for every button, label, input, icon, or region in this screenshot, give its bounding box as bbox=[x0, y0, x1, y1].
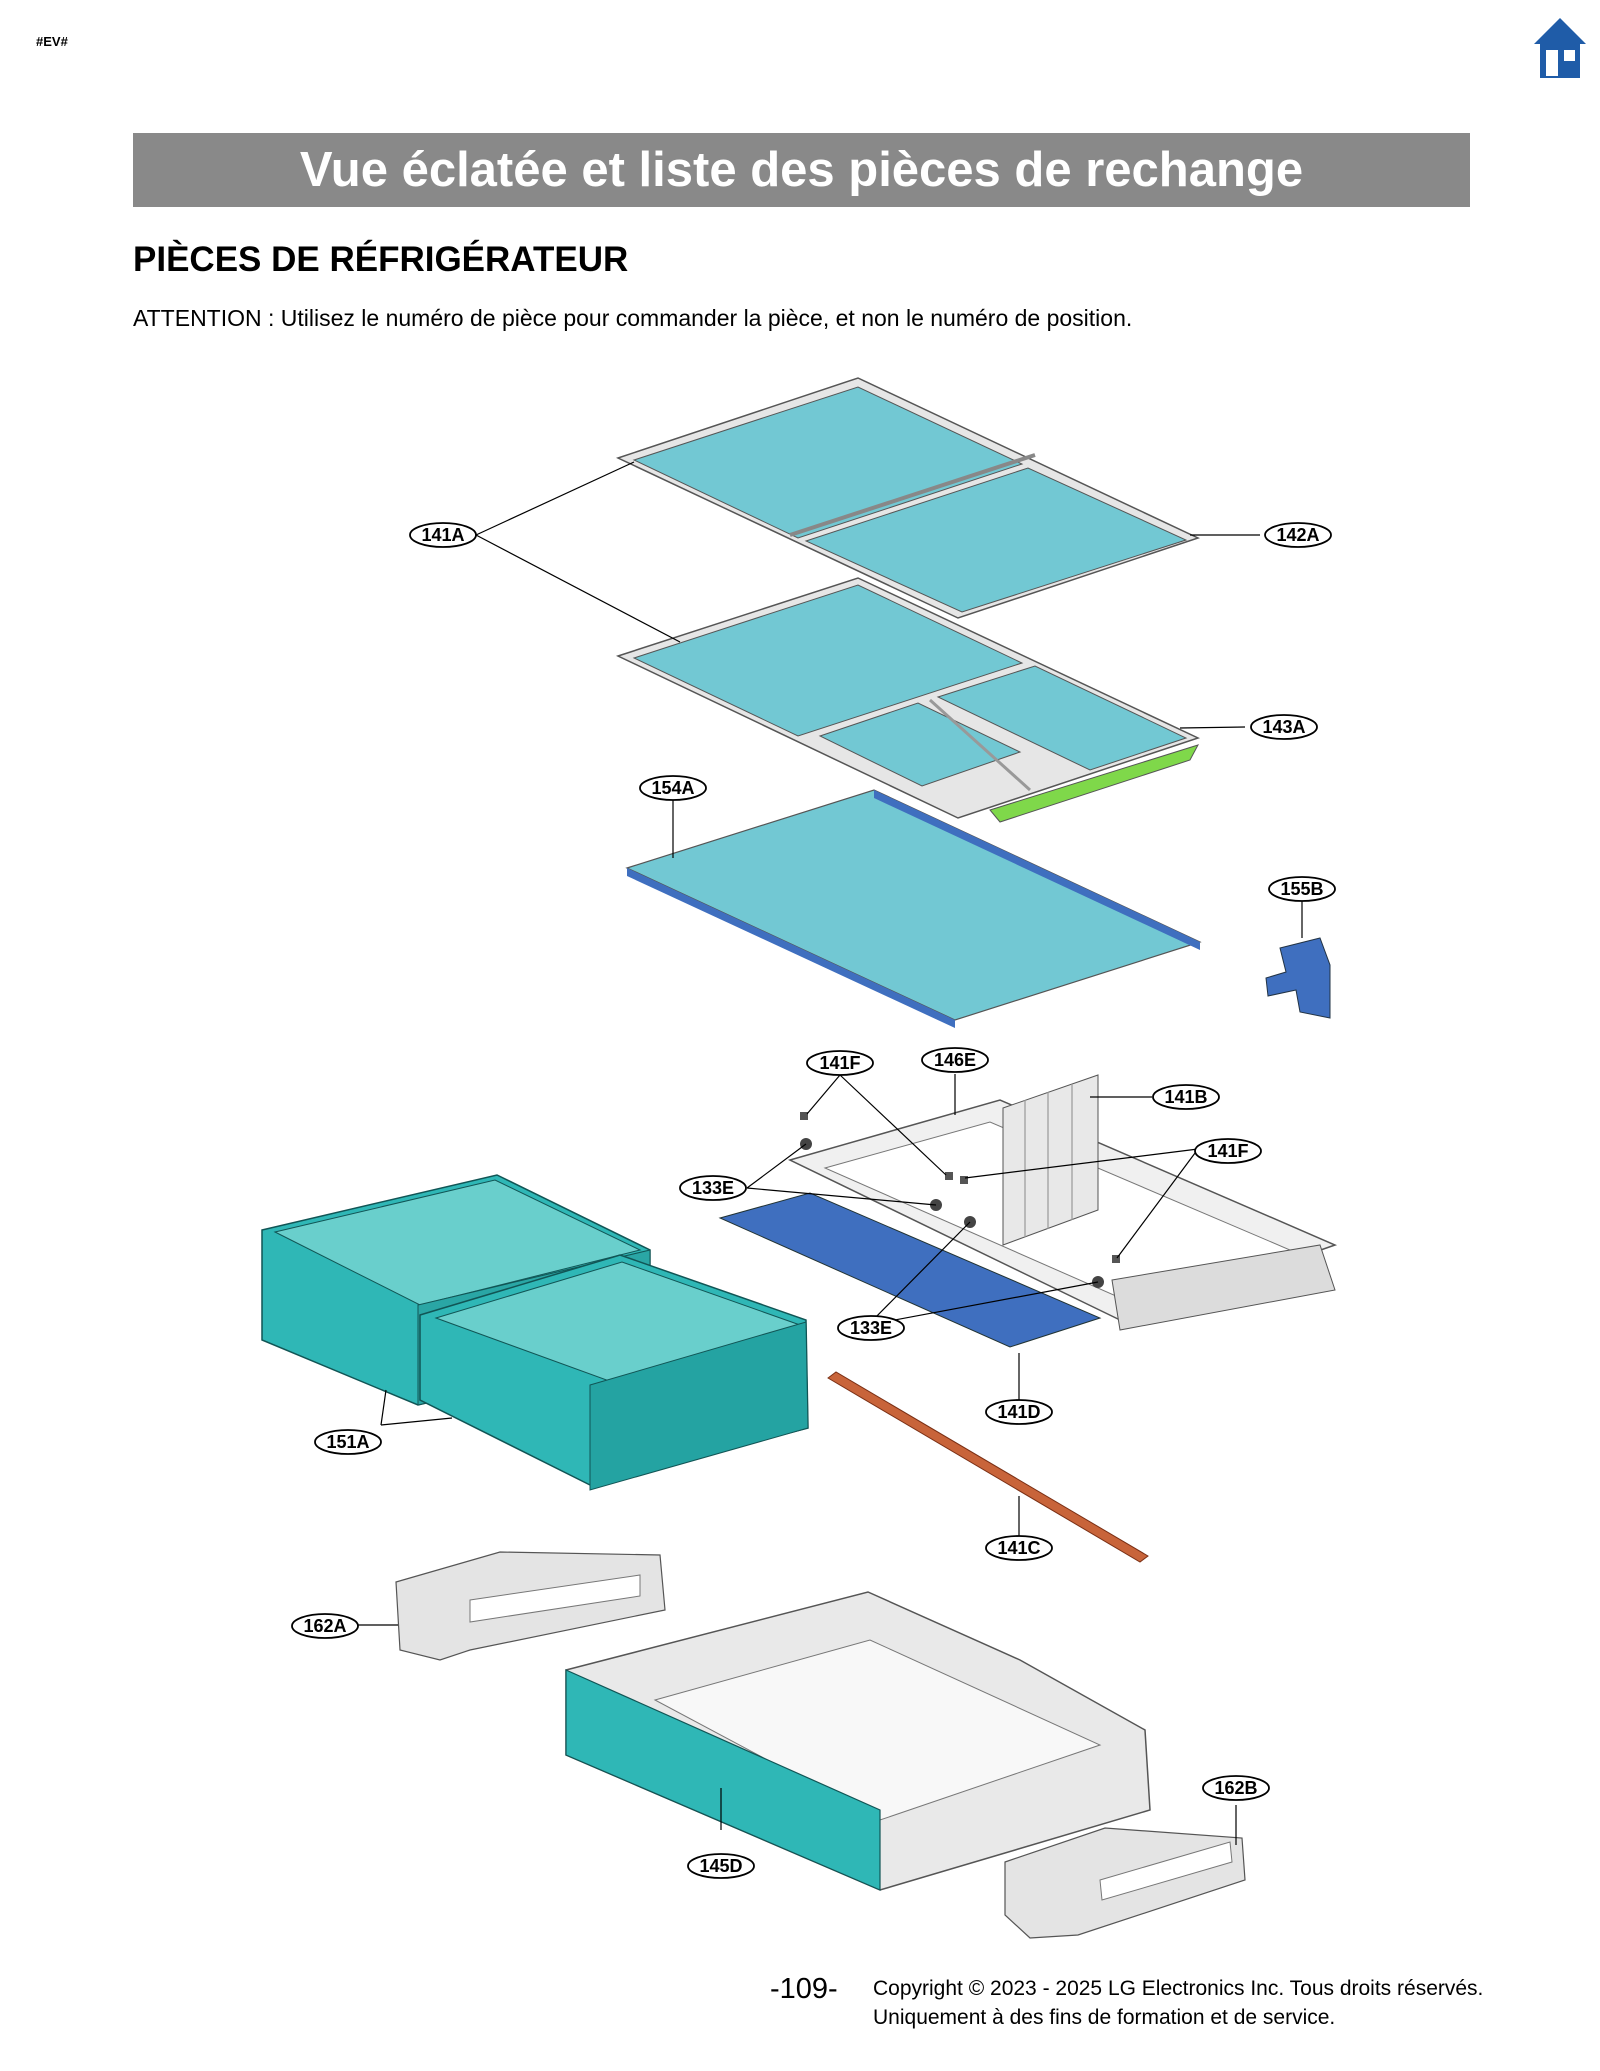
page-number: -109- bbox=[770, 1973, 838, 2005]
drawer-145d bbox=[565, 1591, 1151, 1891]
callout-133e-upper: 133E bbox=[679, 1175, 747, 1201]
callout-141b: 141B bbox=[1152, 1084, 1220, 1110]
svg-text:154A: 154A bbox=[651, 778, 694, 798]
rail-162b bbox=[1004, 1827, 1246, 1939]
callout-142a: 142A bbox=[1264, 522, 1332, 548]
glass-shelf-154a bbox=[625, 789, 1202, 1028]
svg-text:145D: 145D bbox=[699, 1856, 742, 1876]
part-155b bbox=[1265, 937, 1331, 1019]
svg-text:151A: 151A bbox=[326, 1432, 369, 1452]
svg-text:155B: 155B bbox=[1280, 879, 1323, 899]
home-icon[interactable] bbox=[1532, 16, 1588, 80]
svg-text:141A: 141A bbox=[421, 525, 464, 545]
callout-146e: 146E bbox=[921, 1047, 989, 1073]
svg-text:133E: 133E bbox=[850, 1318, 892, 1338]
gasket-141c bbox=[827, 1371, 1149, 1563]
copyright-notice: Copyright © 2023 - 2025 LG Electronics I… bbox=[873, 1974, 1483, 2032]
svg-text:141C: 141C bbox=[997, 1538, 1040, 1558]
callout-162a: 162A bbox=[291, 1613, 359, 1639]
svg-text:141F: 141F bbox=[819, 1053, 860, 1073]
attention-notice: ATTENTION : Utilisez le numéro de pièce … bbox=[133, 305, 1133, 331]
copyright-line-1: Copyright © 2023 - 2025 LG Electronics I… bbox=[873, 1977, 1484, 2000]
svg-text:141F: 141F bbox=[1207, 1141, 1248, 1161]
shelf-143a bbox=[615, 577, 1201, 823]
callout-141f-upper-left: 141F bbox=[806, 1050, 874, 1076]
svg-text:133E: 133E bbox=[692, 1178, 734, 1198]
svg-text:141B: 141B bbox=[1164, 1087, 1207, 1107]
callout-133e-lower: 133E bbox=[837, 1315, 905, 1341]
callout-141d: 141D bbox=[985, 1399, 1053, 1425]
callout-141f-right: 141F bbox=[1194, 1138, 1262, 1164]
callout-143a: 143A bbox=[1250, 714, 1318, 740]
page-title: Vue éclatée et liste des pièces de recha… bbox=[133, 133, 1470, 207]
callout-155b: 155B bbox=[1268, 876, 1336, 902]
copyright-line-2: Uniquement à des fins de formation et de… bbox=[873, 2006, 1336, 2029]
shelf-141a-142a bbox=[615, 377, 1201, 619]
crisper-cover-assembly bbox=[718, 1074, 1338, 1348]
rail-162a bbox=[395, 1551, 666, 1661]
callout-145d: 145D bbox=[687, 1853, 755, 1879]
callout-141c: 141C bbox=[985, 1535, 1053, 1561]
svg-text:146E: 146E bbox=[934, 1050, 976, 1070]
crisper-bins-151a bbox=[261, 1174, 809, 1491]
svg-text:141D: 141D bbox=[997, 1402, 1040, 1422]
leader-lines bbox=[358, 461, 1303, 1845]
callout-151a: 151A bbox=[314, 1429, 382, 1455]
svg-text:143A: 143A bbox=[1262, 717, 1305, 737]
section-title: PIÈCES DE RÉFRIGÉRATEUR bbox=[133, 240, 629, 279]
document-tag: #EV# bbox=[36, 34, 68, 49]
svg-text:162A: 162A bbox=[303, 1616, 346, 1636]
svg-text:162B: 162B bbox=[1214, 1778, 1257, 1798]
callout-141a: 141A bbox=[409, 522, 477, 548]
callout-162b: 162B bbox=[1202, 1775, 1270, 1801]
callout-154a: 154A bbox=[639, 775, 707, 801]
svg-text:142A: 142A bbox=[1276, 525, 1319, 545]
